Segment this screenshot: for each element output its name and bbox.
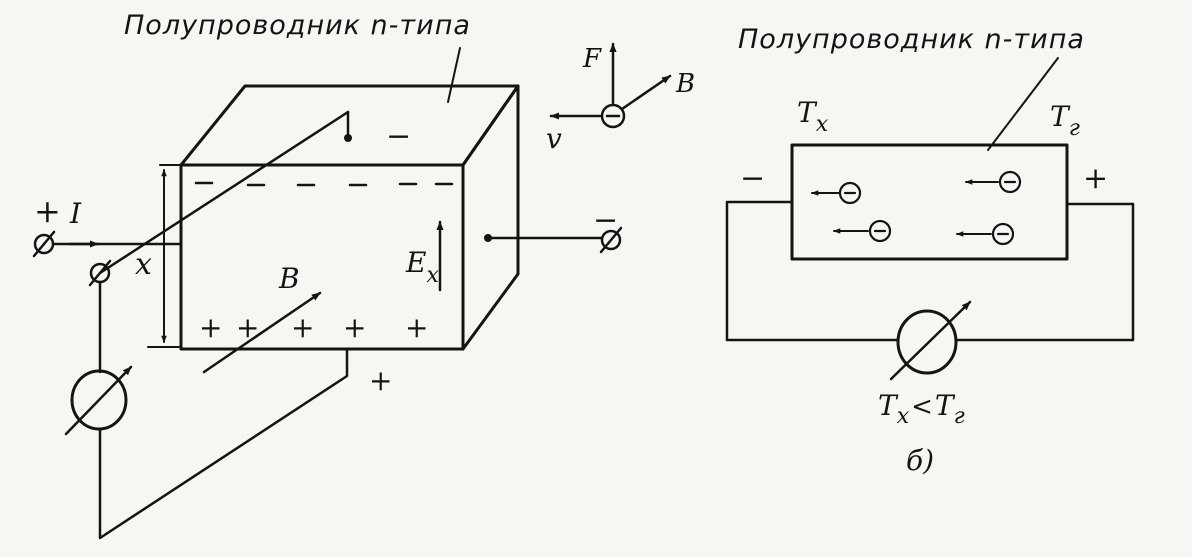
electron-4	[956, 222, 1015, 246]
current-plus-sign: +	[34, 192, 61, 230]
current-label: I	[69, 197, 82, 230]
block-top-face	[179, 84, 520, 167]
temperature-inequality: Tx<Tг	[878, 389, 965, 429]
hot-temperature-label: Tг	[1050, 100, 1080, 141]
semiconductor-block	[179, 84, 520, 351]
force-label: F	[582, 44, 602, 74]
circuit-wire-left	[725, 200, 900, 342]
part-label-b: б)	[906, 444, 934, 477]
voltmeter-return-wire	[98, 347, 349, 540]
force-diagram: F B v	[546, 42, 695, 155]
caption-right-leader	[987, 57, 1059, 151]
hall-effect-figure: Полупроводник n-типа − x + +	[32, 10, 695, 540]
force-diagram-field-label: B	[675, 69, 695, 99]
positive-charge-row: + + + + +	[199, 311, 428, 344]
negative-charge-row	[194, 181, 454, 187]
svg-text:+: +	[343, 311, 366, 344]
cold-end-sign: −	[740, 161, 765, 196]
electron-1	[811, 181, 862, 205]
svg-text:+: +	[405, 311, 428, 344]
top-probe-contact	[344, 134, 352, 142]
hot-end-sign: +	[1083, 161, 1108, 196]
electron-drift	[811, 170, 1022, 246]
galvanometer	[896, 309, 958, 375]
galvanometer-pointer-arrow	[889, 300, 972, 381]
svg-text:+: +	[291, 311, 314, 344]
top-probe-wire	[98, 110, 350, 275]
current-output-terminal	[600, 229, 622, 251]
bottom-charge-sign: +	[369, 364, 392, 397]
circuit-wire-right	[955, 202, 1135, 342]
caption-right: Полупроводник n-типа	[738, 24, 1085, 55]
hall-field-label: Ex	[405, 246, 439, 288]
magnetic-field-arrow	[202, 291, 322, 374]
electron-3	[833, 219, 892, 243]
top-charge-sign: −	[386, 119, 411, 154]
svg-text:+: +	[236, 311, 259, 344]
caption-left-leader	[447, 47, 461, 103]
semiconductor-bar	[790, 143, 1069, 261]
magnetic-field-label: B	[278, 262, 300, 295]
block-side-face	[461, 84, 520, 351]
electron-icon	[600, 103, 626, 129]
velocity-label: v	[546, 122, 562, 155]
electron-2	[965, 170, 1022, 194]
force-diagram-field-arrow	[620, 74, 672, 111]
thickness-label: x	[135, 247, 152, 282]
caption-left: Полупроводник n-типа	[124, 10, 471, 41]
voltmeter-pointer-arrow	[64, 365, 133, 436]
cold-temperature-label: Tx	[797, 96, 829, 137]
svg-text:+: +	[199, 311, 222, 344]
thermoelectric-figure: Полупроводник n-типа Tx Tг − +	[725, 24, 1135, 477]
block-front-face	[179, 163, 465, 351]
